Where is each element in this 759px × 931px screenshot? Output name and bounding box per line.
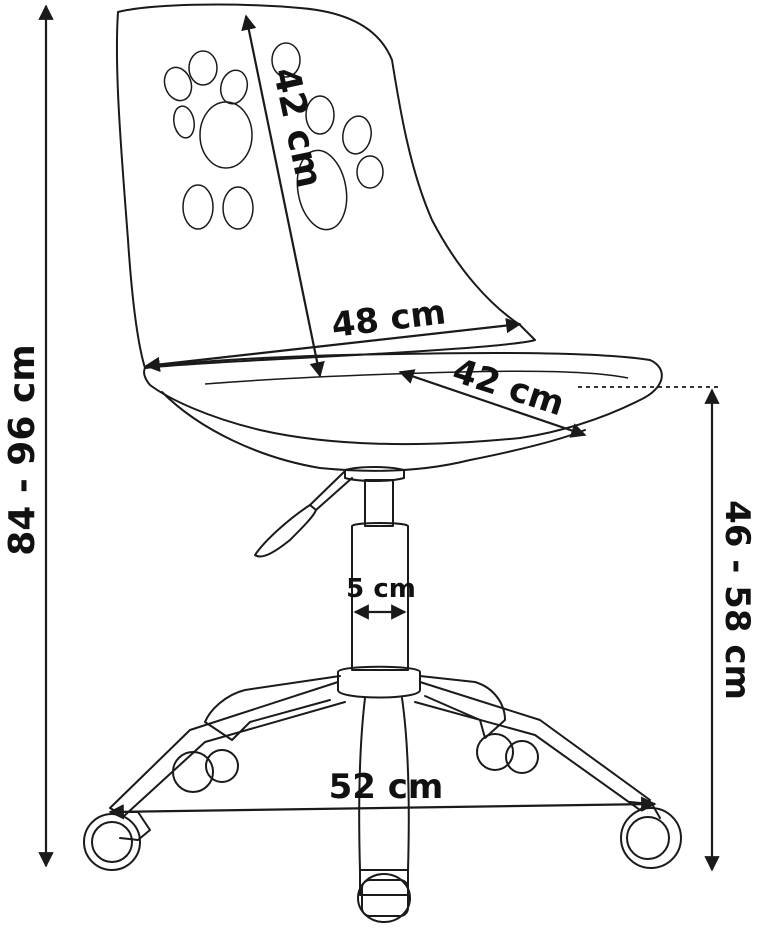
dimension-lines: [38, 4, 720, 872]
backrest-height-line: [241, 14, 325, 378]
seat-depth-label: 42 cm: [448, 351, 569, 424]
seat-width-label: 48 cm: [329, 292, 448, 346]
height-adjust-lever: [254, 471, 353, 558]
seat-mechanism: [344, 466, 405, 482]
base-diameter-label: 52 cm: [329, 767, 444, 807]
backrest-shell: [115, 3, 536, 369]
seat-height-label: 46 - 58 cm: [717, 500, 757, 700]
caster-wheels: [83, 733, 682, 923]
dimension-labels: 84 - 96 cm 42 cm 48 cm 42 cm 46 - 58 cm …: [2, 64, 757, 807]
seat-width-line: [144, 317, 522, 373]
seat-shell-bottom: [161, 391, 586, 472]
column-top: [364, 479, 394, 527]
base-diameter-line: [108, 796, 657, 820]
base-hub: [337, 665, 421, 699]
column-diameter-label: 5 cm: [346, 574, 416, 604]
gas-column: [351, 522, 409, 671]
backrest-height-label: 42 cm: [265, 64, 330, 191]
total-height-label: 84 - 96 cm: [2, 344, 43, 556]
seat-depth-line: [398, 369, 587, 438]
